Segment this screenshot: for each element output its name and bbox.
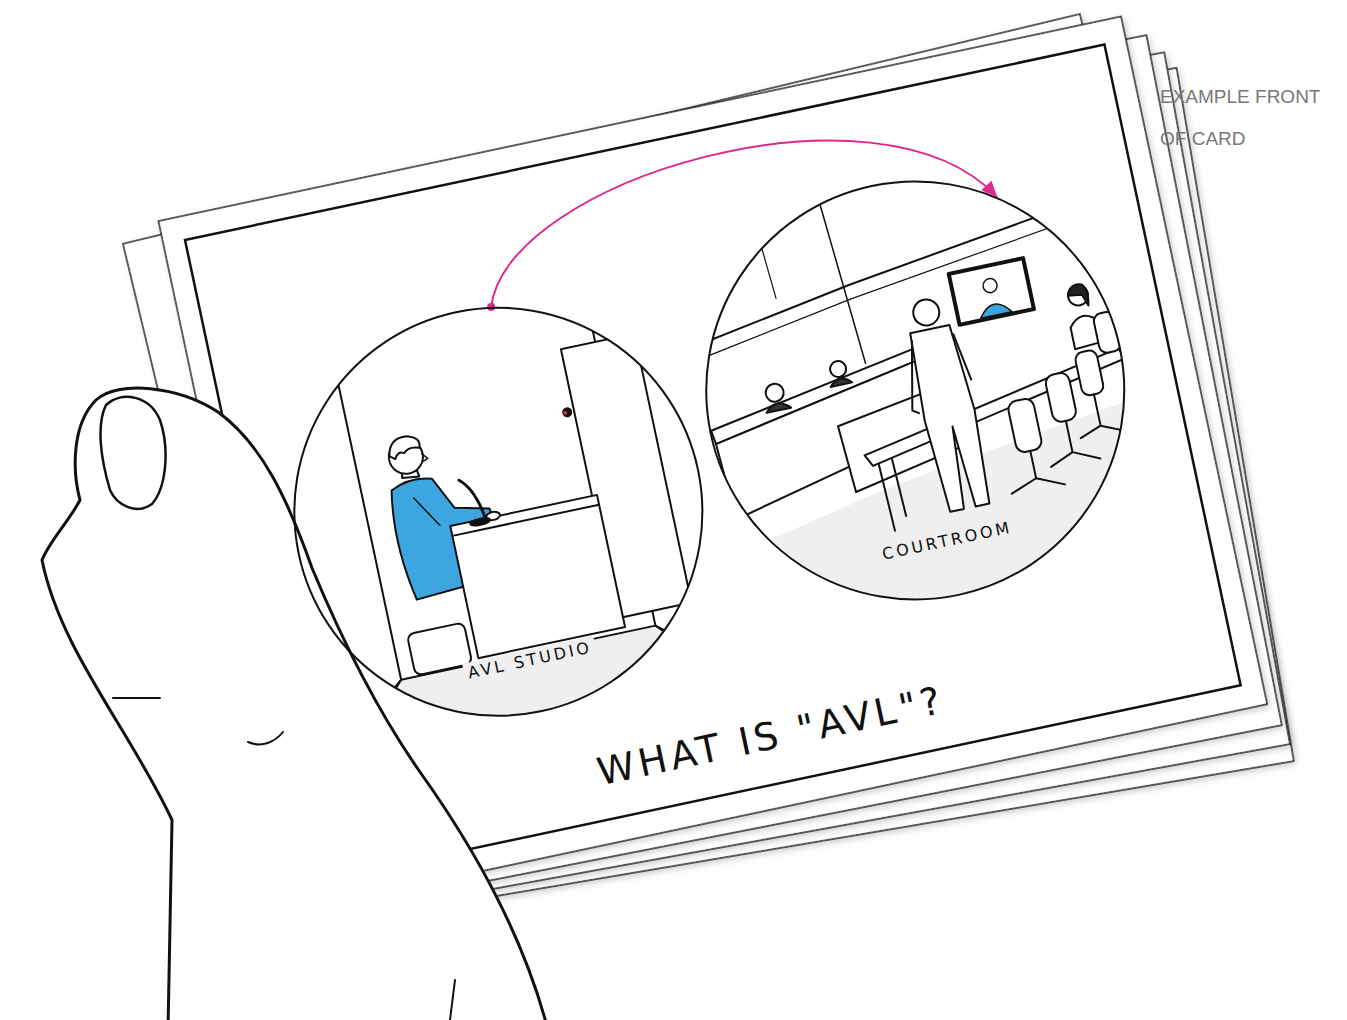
hand (42, 388, 548, 1020)
scene-label: AVL STUDIO (329, 608, 730, 711)
scene-label-text: COURTROOM (876, 516, 1018, 566)
scene-label-text: AVL STUDIO (462, 636, 598, 684)
scene-circle: COURTROOM (666, 141, 1164, 639)
scene-circle: AVL STUDIO (255, 269, 741, 755)
courtroom-scene (653, 138, 1185, 663)
side-note: EXAMPLE FRONT OF CARD (1160, 76, 1321, 160)
scene-label: COURTROOM (742, 488, 1153, 593)
flow-arrow (466, 99, 999, 312)
